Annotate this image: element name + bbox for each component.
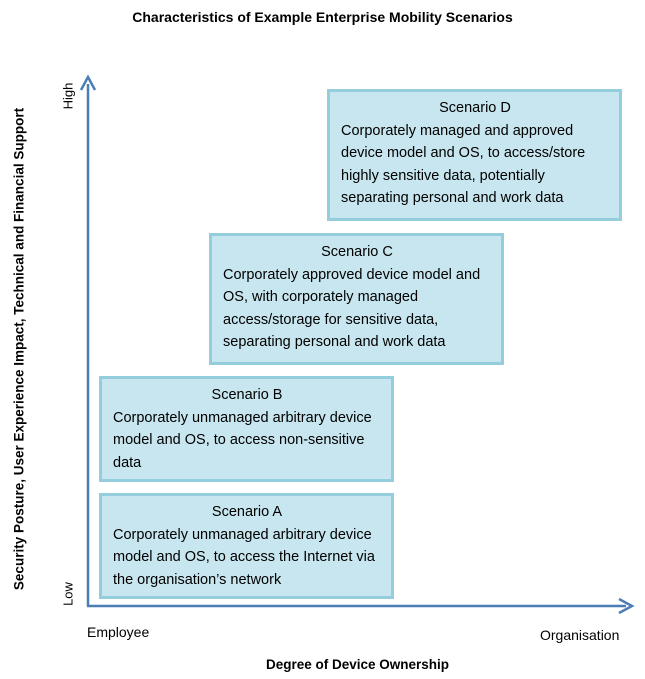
y-axis-low-label: Low bbox=[60, 582, 76, 606]
scenario-c-box: Scenario C Corporately approved device m… bbox=[209, 233, 504, 365]
y-axis-label-container: Security Posture, User Experience Impact… bbox=[8, 96, 30, 601]
scenario-b-box: Scenario B Corporately unmanaged arbitra… bbox=[99, 376, 394, 482]
scenario-a-title: Scenario A bbox=[211, 504, 283, 520]
scenario-d-description: Corporately managed and approved device … bbox=[341, 122, 586, 207]
scenario-b-description: Corporately unmanaged arbitrary device m… bbox=[113, 409, 372, 471]
diagram-title: Characteristics of Example Enterprise Mo… bbox=[132, 9, 513, 25]
x-axis-end-label: Organisation bbox=[540, 627, 620, 643]
y-axis-label: Security Posture, User Experience Impact… bbox=[11, 107, 27, 590]
scenario-d-title: Scenario D bbox=[439, 100, 511, 116]
scenario-c-description: Corporately approved device model and OS… bbox=[223, 266, 481, 351]
y-axis-high-label-container: High bbox=[56, 83, 80, 110]
scenario-a-box: Scenario A Corporately unmanaged arbitra… bbox=[99, 493, 394, 599]
scenario-a-description: Corporately unmanaged arbitrary device m… bbox=[113, 526, 375, 588]
scenario-d-box: Scenario D Corporately managed and appro… bbox=[327, 89, 622, 221]
scenario-b-title: Scenario B bbox=[211, 387, 283, 403]
x-axis-label: Degree of Device Ownership bbox=[265, 657, 450, 672]
y-axis-low-label-container: Low bbox=[56, 582, 80, 606]
x-axis-line bbox=[87, 597, 635, 615]
y-axis-high-label: High bbox=[60, 82, 76, 110]
x-axis-start-label: Employee bbox=[87, 624, 150, 640]
y-axis-line bbox=[79, 74, 97, 606]
scenario-c-title: Scenario C bbox=[321, 244, 393, 260]
